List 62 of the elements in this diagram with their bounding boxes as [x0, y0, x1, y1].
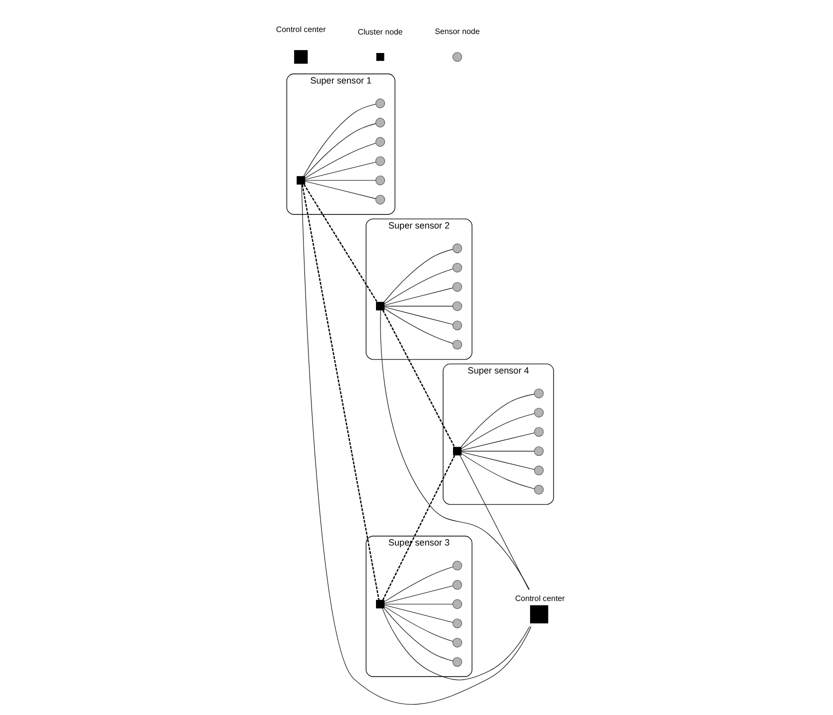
connector	[304, 180, 376, 181]
node-circle	[534, 484, 544, 495]
connector	[380, 310, 530, 590]
node-box	[453, 446, 462, 456]
cluster: Super sensor 1	[286, 74, 396, 215]
connector	[304, 181, 376, 199]
node-circle	[452, 262, 462, 272]
node-box	[376, 302, 384, 310]
node-circle	[534, 427, 544, 437]
node-circle	[375, 118, 386, 128]
node-circle	[375, 194, 386, 204]
node-circle	[375, 176, 386, 186]
connector	[384, 288, 453, 306]
connector	[384, 586, 453, 604]
connector	[461, 452, 535, 470]
node-circle	[452, 599, 462, 609]
connector	[461, 432, 535, 451]
connector	[384, 566, 454, 602]
connector	[384, 249, 454, 302]
node-circle	[452, 282, 462, 292]
node-box	[530, 605, 548, 624]
connector	[461, 413, 535, 450]
connector	[382, 608, 530, 680]
node-circle	[534, 388, 544, 398]
cluster: Super sensor 4	[442, 364, 554, 505]
cluster: Super sensor 2	[366, 218, 472, 360]
node-circle	[452, 244, 462, 254]
connector	[384, 604, 453, 623]
connector	[304, 162, 376, 180]
connector	[461, 453, 535, 489]
node-circle	[452, 638, 462, 648]
connector	[384, 308, 454, 344]
connector	[384, 306, 453, 325]
connector	[301, 184, 532, 704]
node-box	[376, 600, 384, 608]
node-circle	[452, 580, 462, 590]
node-circle	[534, 408, 544, 418]
node-circle	[452, 320, 462, 330]
node-box	[296, 176, 306, 185]
connector	[460, 454, 530, 590]
node-circle	[534, 446, 544, 456]
connector	[461, 450, 534, 452]
connector	[304, 123, 376, 177]
node-circle	[375, 98, 386, 108]
connector	[384, 268, 454, 304]
node-circle	[452, 657, 462, 667]
node-circle	[375, 156, 386, 166]
connector	[302, 184, 380, 600]
connector	[303, 104, 376, 177]
connector	[384, 608, 454, 662]
connector	[384, 606, 454, 642]
node-circle	[452, 301, 462, 311]
connector	[304, 142, 376, 179]
node-circle	[452, 560, 462, 570]
connector	[304, 184, 378, 302]
connector	[382, 310, 456, 448]
node-circle	[534, 466, 544, 476]
connector	[460, 394, 535, 448]
node-circle	[375, 137, 386, 147]
node-circle	[452, 340, 462, 350]
connector	[382, 455, 456, 600]
node-circle	[452, 618, 462, 628]
